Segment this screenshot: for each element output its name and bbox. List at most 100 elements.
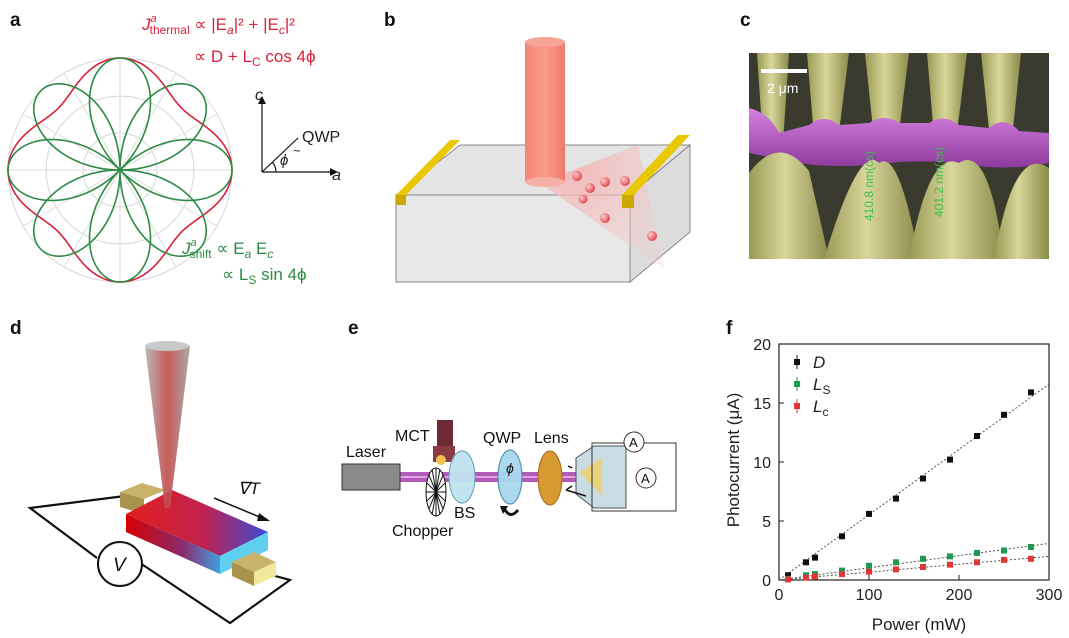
data-point <box>974 433 980 439</box>
qwp-phi: ϕ <box>506 460 514 476</box>
data-point <box>812 554 818 561</box>
ammeter-2 <box>635 467 657 489</box>
sample-bar-top <box>126 490 268 556</box>
data-point <box>947 561 953 568</box>
laser-spot <box>525 177 565 187</box>
chopper-spoke <box>428 474 437 493</box>
ammeter-2-label: A <box>641 471 650 486</box>
axis-a-label: a <box>332 167 341 184</box>
data-point <box>893 495 899 502</box>
gradient-arrow <box>213 497 263 519</box>
beam-splitter <box>448 450 476 504</box>
lens-label: Lens <box>534 430 569 447</box>
data-point <box>866 568 872 575</box>
chopper-spoke <box>435 491 446 502</box>
phi-label: ϕ <box>280 152 288 169</box>
circuit-wire <box>139 562 293 625</box>
chopper-spoke <box>426 482 437 493</box>
carrier-particle <box>600 213 610 223</box>
measurement-1: 410.8 nm(cs) <box>862 151 876 221</box>
laser-beam-top <box>525 37 565 47</box>
carrier-particle <box>572 171 582 181</box>
right-contact-front <box>232 562 254 586</box>
chopper-spoke <box>435 474 444 493</box>
laser-label: Laser <box>346 444 387 461</box>
data-point <box>947 553 953 560</box>
y-tick-label: 20 <box>753 337 771 354</box>
data-point <box>947 456 953 463</box>
data-point <box>839 567 845 574</box>
y-tick-label: 15 <box>753 396 771 413</box>
heat-cone <box>540 145 665 270</box>
data-point <box>803 574 809 581</box>
shift-equation-line2: ∝ LS sin 4ϕ <box>222 265 307 287</box>
sem-image-panel: 2 μm 410.8 nm(cs) 401.2 nm(cs) <box>749 53 1049 259</box>
fit-line <box>778 555 1050 581</box>
legend-marker <box>794 381 800 387</box>
panel-letter-a: a <box>10 10 21 31</box>
thermal-illustration-panel <box>394 37 692 284</box>
rotation-arrowhead <box>500 506 508 514</box>
carrier-particle <box>600 177 610 187</box>
carrier-particle <box>585 183 595 193</box>
data-point <box>974 559 980 566</box>
bs-label: BS <box>454 505 475 522</box>
data-point <box>839 533 845 540</box>
carrier-particle <box>578 194 588 204</box>
ammeter-1-label: A <box>629 435 638 450</box>
legend-marker <box>794 403 800 409</box>
mct-label: MCT <box>395 428 430 445</box>
panel-letter-b: b <box>384 10 396 31</box>
data-point <box>893 559 899 566</box>
data-point <box>1001 556 1007 563</box>
legend-label: D <box>813 353 825 372</box>
circuit-wire <box>27 494 126 559</box>
thermal-equation-line2: ∝ D + LC cos 4ϕ <box>194 47 316 69</box>
focused-beam-top <box>145 341 189 351</box>
mct-detector <box>437 420 453 450</box>
qwp-label: QWP <box>302 129 340 146</box>
front-pillars <box>749 152 1049 259</box>
focused-beam <box>145 346 190 508</box>
chopper-spoke <box>431 469 437 493</box>
scalebar-label: 2 μm <box>767 80 798 96</box>
measurement-2: 401.2 nm(cs) <box>932 147 946 217</box>
chopper-spoke <box>435 491 444 510</box>
laser-box <box>341 463 401 491</box>
data-point <box>812 573 818 580</box>
chopper-spoke <box>426 491 437 502</box>
x-tick-label: 200 <box>946 587 973 604</box>
right-electrode <box>622 135 690 195</box>
carrier-particle <box>647 231 657 241</box>
y-tick-label: 0 <box>762 573 771 590</box>
axis-c-label: c <box>255 87 263 104</box>
left-electrode <box>396 140 460 195</box>
y-tick-label: 5 <box>762 514 771 531</box>
data-point <box>974 549 980 556</box>
fit-line <box>778 542 1050 581</box>
thermoelectric-illustration-panel: V ∇T <box>27 341 293 625</box>
lead-wire <box>565 465 587 497</box>
data-point <box>785 576 791 583</box>
crystal-axes-diagram <box>258 96 338 176</box>
laser-beam <box>525 42 565 182</box>
tilde-mark: ~ <box>293 143 301 158</box>
chopper-spoke <box>435 482 446 493</box>
data-point <box>893 566 899 573</box>
gradient-label: ∇T <box>238 479 261 498</box>
data-point <box>803 559 809 566</box>
scalebar <box>761 69 807 73</box>
chopper-spoke <box>431 491 437 515</box>
sample-focus-glow <box>580 458 602 496</box>
data-point <box>839 571 845 578</box>
data-point <box>920 564 926 570</box>
left-contact <box>120 483 166 499</box>
data-point <box>1028 389 1034 396</box>
data-point <box>1028 544 1034 550</box>
x-tick-label: 100 <box>856 587 883 604</box>
purple-bridge <box>749 108 1049 168</box>
chopper-label: Chopper <box>392 523 454 540</box>
